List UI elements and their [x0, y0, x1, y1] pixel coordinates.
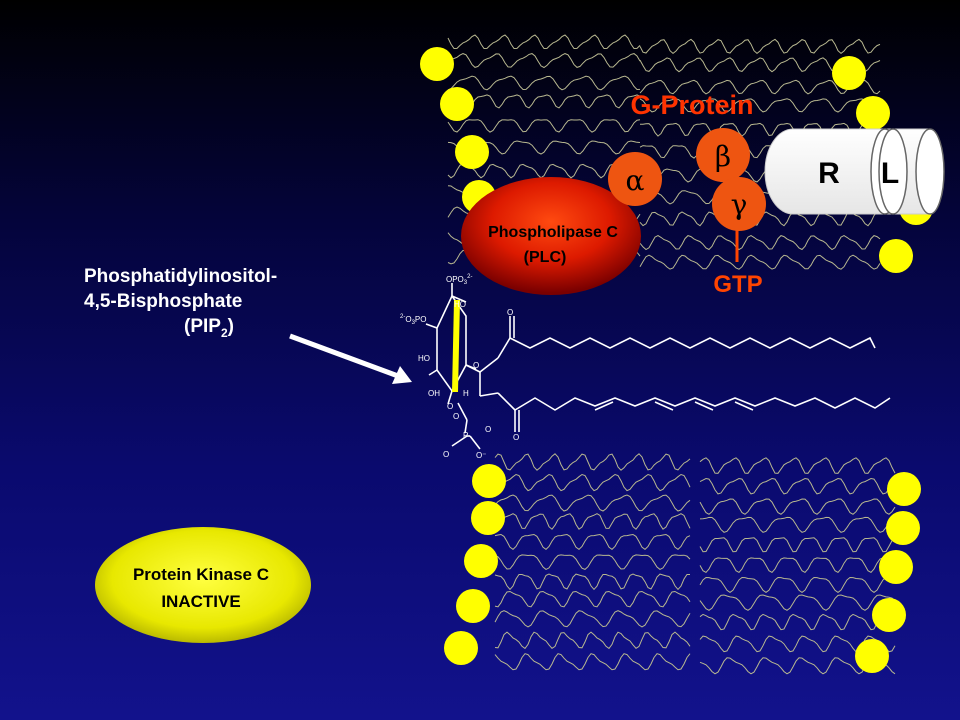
beta-subunit — [696, 128, 750, 182]
lipid-tail — [699, 657, 896, 675]
lipid-head — [472, 464, 506, 498]
atom-o-c: O — [485, 425, 491, 434]
lipid-head — [886, 511, 920, 545]
pip2-arrow — [289, 333, 412, 384]
gamma-label: γ — [731, 188, 748, 221]
atom-h: H — [463, 389, 469, 398]
lipid-tail — [447, 163, 641, 179]
lipid-tail — [639, 235, 881, 251]
protein-kinase-c: Protein Kinase C INACTIVE — [95, 527, 311, 643]
lipid-head — [887, 472, 921, 506]
lipid-tail — [699, 537, 896, 553]
lipid-head — [420, 47, 454, 81]
atom-ho-1: HO — [454, 300, 466, 309]
lipid-head — [855, 639, 889, 673]
lipid-tail — [699, 477, 896, 495]
pip2-label-line2: 4,5-Bisphosphate — [84, 291, 243, 312]
alpha-label: α — [626, 164, 645, 197]
lower-leaflet-tails — [494, 453, 896, 675]
plc-name: Phospholipase C — [488, 224, 618, 241]
lipid-tail — [494, 453, 691, 471]
g-protein: α β γ G-Protein GTP — [608, 90, 766, 298]
plc-abbrev: (PLC) — [524, 249, 567, 266]
lipid-tail — [494, 513, 691, 530]
pkc-name: Protein Kinase C — [133, 565, 269, 584]
lipid-head — [444, 631, 478, 665]
pip2-label-line1: Phosphatidylinositol- — [84, 266, 278, 287]
gamma-subunit — [712, 177, 766, 231]
lipid-tail — [494, 494, 691, 512]
lipid-tail — [639, 79, 881, 95]
atom-ho-2: HO — [418, 354, 430, 363]
pip2-molecule — [425, 283, 891, 450]
lipid-tail — [494, 533, 691, 551]
lipid-head — [464, 544, 498, 578]
lipid-head — [879, 239, 913, 273]
lipid-tail — [494, 653, 691, 671]
lipid-head — [440, 87, 474, 121]
lipid-tail — [494, 554, 691, 570]
lipid-head — [455, 135, 489, 169]
receptor-ligand-cylinder: R L — [764, 128, 945, 215]
gtp-label: GTP — [713, 271, 762, 298]
lipid-head — [832, 56, 866, 90]
lipid-tail — [699, 457, 896, 474]
receptor-label: R — [818, 157, 840, 190]
lipid-tail — [699, 498, 896, 515]
atom-o-a: O — [453, 412, 459, 421]
lipid-tail — [699, 516, 896, 533]
atom-carbonyl-2: O — [513, 433, 519, 442]
atom-o3po: 2-O3PO — [400, 314, 426, 326]
lipid-tail — [699, 594, 896, 611]
atom-o-b: O — [443, 450, 449, 459]
pip2-label-line3: (PIP2) — [184, 316, 234, 340]
pip2-atom-labels: OPO32- HO 2-O3PO HO OH O H O O P O O⁻ O … — [400, 274, 519, 460]
atom-oh: OH — [428, 389, 440, 398]
lipid-tail — [447, 94, 641, 109]
lipid-tail — [447, 34, 641, 50]
ligand-label: L — [881, 157, 899, 190]
lipid-head — [471, 501, 505, 535]
lipid-head — [879, 550, 913, 584]
atom-o-minus: O⁻ — [476, 451, 486, 460]
lipid-tail — [639, 98, 881, 113]
beta-label: β — [715, 140, 731, 173]
atom-carbonyl-1: O — [507, 308, 513, 317]
lipid-tail — [699, 576, 896, 594]
lipid-tail — [699, 557, 896, 574]
atom-opo3: OPO32- — [446, 274, 472, 286]
lipid-tail — [639, 38, 881, 55]
lipid-tail — [494, 610, 691, 628]
g-protein-label: G-Protein — [630, 90, 753, 120]
lipid-tail — [447, 75, 641, 91]
pip2-label: Phosphatidylinositol- 4,5-Bisphosphate (… — [84, 264, 344, 346]
lipid-head — [872, 598, 906, 632]
atom-p: P — [463, 431, 468, 440]
lipid-head — [456, 589, 490, 623]
alpha-subunit — [608, 152, 662, 206]
lipid-tail — [494, 473, 691, 492]
atom-o-ring: O — [447, 402, 453, 411]
lipid-tail — [494, 573, 690, 591]
lipid-tail — [447, 53, 641, 69]
lipid-tail — [639, 122, 881, 137]
phospholipase-c: Phospholipase C (PLC) — [461, 177, 641, 295]
lipid-tail — [494, 631, 691, 650]
atom-o-1: O — [473, 361, 479, 370]
lipid-tail — [639, 254, 881, 270]
lipid-head — [856, 96, 890, 130]
lipid-tail — [447, 119, 641, 133]
lipid-tail — [494, 590, 691, 608]
pkc-state: INACTIVE — [161, 592, 240, 611]
lipid-tail — [699, 613, 896, 631]
